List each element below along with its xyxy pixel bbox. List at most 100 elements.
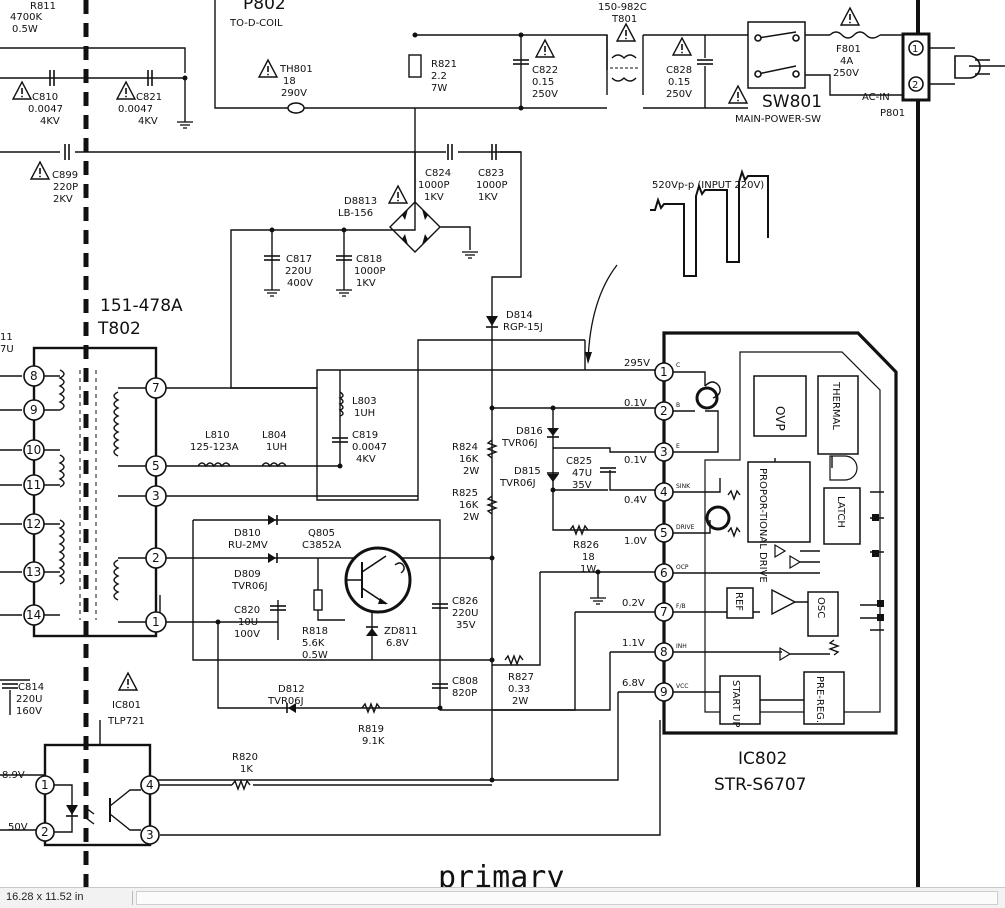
r826-watt: 1W	[580, 564, 596, 575]
v-89-label: 8.9V	[2, 770, 25, 781]
c825-label: C825	[566, 456, 592, 467]
ic802-pin-6-func: OCP	[676, 564, 689, 571]
c899-voltage: 2KV	[53, 194, 73, 205]
c899-value: 220P	[53, 182, 78, 193]
c822-label: C822	[532, 65, 558, 76]
r818-label: R818	[302, 626, 328, 637]
ic802-pin-3: 3	[660, 445, 668, 459]
t802-pin-7: 7	[152, 381, 160, 395]
sw801: SW801 MAIN-POWER-SW	[728, 21, 822, 125]
ic802: IC802 STR-S6707 1 2 3 4 5 6 7 8 9 295V 0…	[622, 331, 898, 795]
c817-value: 220U	[285, 266, 311, 277]
c808-value: 820P	[452, 688, 477, 699]
acin-label: AC-IN	[862, 92, 890, 103]
c820-value: 10U	[238, 617, 258, 628]
r821-label: R821	[431, 59, 457, 70]
v-50-label: 50V	[8, 822, 28, 833]
c810: C810 0.0047 4KV	[12, 69, 63, 127]
d816-label: D816	[516, 426, 543, 437]
d815: D815 TVR06J	[499, 466, 559, 489]
r825-value: 16K	[459, 500, 479, 511]
c810-value: 0.0047	[28, 104, 63, 115]
zd811: ZD811 6.8V	[366, 626, 418, 649]
d8813-label: D8813	[344, 196, 377, 207]
t802-pin-13: 13	[26, 565, 41, 579]
ic802-pin-1: 1	[660, 365, 668, 379]
c822-value: 0.15	[532, 77, 554, 88]
c819-label: C819	[352, 430, 378, 441]
status-field	[136, 891, 998, 905]
r821-value: 2.2	[431, 71, 447, 82]
f801-value: 4A	[840, 56, 853, 67]
c824-label: C824	[425, 168, 451, 179]
waveform-callout: 520Vp-p (INPUT 220V)	[585, 168, 769, 364]
c818-value: 1000P	[354, 266, 385, 277]
t802-pin-2: 2	[152, 551, 160, 565]
c808-label: C808	[452, 676, 478, 687]
sw801-desc: MAIN-POWER-SW	[735, 114, 821, 125]
t802-pin-5: 5	[152, 459, 160, 473]
d809: D809 TVR06J	[231, 553, 278, 592]
c826-label: C826	[452, 596, 478, 607]
t802-pin-1: 1	[152, 615, 160, 629]
th801: TH801 18 290V	[258, 59, 313, 114]
t802: 151-478A T802 8 9 10 11 12 13 14	[0, 296, 418, 638]
c823: C823 1000P 1KV	[476, 143, 507, 203]
c821-value: 0.0047	[118, 104, 153, 115]
t802-pin-12: 12	[26, 517, 41, 531]
d815-part: TVR06J	[499, 478, 536, 489]
ic802-pin-7-voltage: 0.2V	[622, 598, 645, 609]
r826: R826 18 1W	[569, 524, 607, 605]
c825-value: 47U	[572, 468, 592, 479]
r826-label: R826	[573, 540, 599, 551]
l803-label: L803	[352, 396, 377, 407]
l803-value: 1UH	[354, 408, 375, 419]
c819-voltage: 4KV	[356, 454, 376, 465]
ic801: IC801 TLP721 1 2 3 4 8.9V 50V	[2, 672, 160, 847]
r826-value: 18	[582, 552, 595, 563]
ic802-pin-3-func: E	[676, 443, 680, 450]
l804-label: L804	[262, 430, 287, 441]
c814-label: C814	[18, 682, 44, 693]
ic802-pin-5-voltage: 1.0V	[624, 536, 647, 547]
wiring	[0, 0, 908, 836]
ic802-pin-9-voltage: 6.8V	[622, 678, 645, 689]
c820-voltage: 100V	[234, 629, 260, 640]
c824: C824 1000P 1KV	[415, 143, 453, 203]
ic802-pin-6: 6	[660, 566, 668, 580]
r824-value: 16K	[459, 454, 479, 465]
ic802-part: STR-S6707	[714, 775, 807, 795]
d814-label: D814	[506, 310, 533, 321]
t801-part: 150-982C	[598, 2, 647, 13]
r818-watt: 0.5W	[302, 650, 328, 661]
d814: D814 RGP-15J	[486, 310, 543, 333]
ic802-pin-5: 5	[660, 526, 668, 540]
d8813: D8813 LB-156	[338, 185, 479, 259]
ic802-pin-8: 8	[660, 645, 668, 659]
status-divider	[132, 891, 133, 905]
c826-value: 220U	[452, 608, 478, 619]
r824-label: R824	[452, 442, 478, 453]
c821-voltage: 4KV	[138, 116, 158, 127]
d812-part: TVR06J	[267, 696, 304, 707]
ic802-block-start: START UP	[730, 680, 741, 727]
c899-label: C899	[52, 170, 78, 181]
c819-value: 0.0047	[352, 442, 387, 453]
f801: F801 4A 250V	[829, 7, 881, 79]
th801-label: TH801	[279, 64, 313, 75]
r827-label: R827	[508, 672, 534, 683]
f801-label: F801	[836, 44, 861, 55]
c810-label: C810	[32, 92, 58, 103]
r820-label: R820	[232, 752, 258, 763]
d809-label: D809	[234, 569, 261, 580]
d810-part: RU-2MV	[228, 540, 268, 551]
ic801-part: TLP721	[107, 716, 145, 727]
status-document-size: 16.28 x 11.52 in	[6, 891, 84, 903]
c822-voltage: 250V	[532, 89, 558, 100]
d810: D810 RU-2MV	[228, 515, 278, 551]
c825: C825 47U 35V	[566, 456, 617, 491]
r811: R811 4700K 0.5W	[10, 1, 56, 35]
c818-label: C818	[356, 254, 382, 265]
ic802-pin-5-func: DRIVE	[676, 524, 695, 531]
t802-part: 151-478A	[100, 296, 183, 316]
